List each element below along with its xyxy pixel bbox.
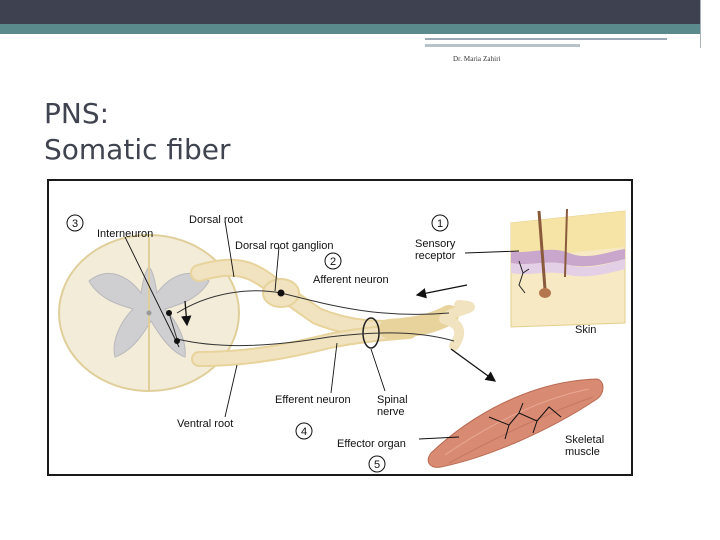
- step-number-1: 1: [437, 218, 443, 230]
- somatic-reflex-diagram: Interneuron Dorsal root Dorsal root gang…: [47, 179, 633, 476]
- accent-line: [425, 38, 667, 40]
- skeletal-muscle-illustration: [427, 378, 604, 468]
- label-interneuron: Interneuron: [97, 228, 153, 240]
- slide-title-line2: Somatic fiber: [44, 133, 231, 166]
- label-skeletal-muscle-2: muscle: [565, 446, 600, 458]
- slide-title: PNS: Somatic fiber: [44, 96, 231, 168]
- label-skin: Skin: [575, 324, 596, 336]
- neuron-paths: [166, 284, 497, 382]
- accent-strip: [0, 24, 720, 34]
- step-number-2: 2: [330, 256, 336, 268]
- label-effector-organ: Effector organ: [337, 438, 406, 450]
- step-number-4: 4: [301, 426, 307, 438]
- label-skeletal-muscle-1: Skeletal: [565, 434, 604, 446]
- label-dorsal-root-ganglion: Dorsal root ganglion: [235, 240, 333, 252]
- label-dorsal-root: Dorsal root: [189, 214, 243, 226]
- corner-decoration: [700, 0, 720, 48]
- diagram-canvas: Interneuron Dorsal root Dorsal root gang…: [58, 208, 626, 473]
- label-spinal-nerve-1: Spinal: [377, 394, 408, 406]
- leader-lines: [124, 220, 520, 440]
- accent-line-short: [425, 44, 580, 47]
- slide-title-line1: PNS:: [44, 97, 110, 130]
- label-sensory-receptor-2: receptor: [415, 250, 456, 262]
- step-number-5: 5: [374, 459, 380, 471]
- label-sensory-receptor-1: Sensory: [415, 238, 456, 250]
- label-spinal-nerve-2: nerve: [377, 406, 405, 418]
- title-bar-strip: [0, 0, 720, 24]
- label-efferent-neuron: Efferent neuron: [275, 394, 351, 406]
- spinal-cord-section: [58, 234, 240, 392]
- step-number-3: 3: [72, 218, 78, 230]
- label-afferent-neuron: Afferent neuron: [313, 274, 389, 286]
- author-credit: Dr. Maria Zahiri: [453, 55, 501, 63]
- skin-illustration: [510, 208, 626, 328]
- label-ventral-root: Ventral root: [177, 418, 233, 430]
